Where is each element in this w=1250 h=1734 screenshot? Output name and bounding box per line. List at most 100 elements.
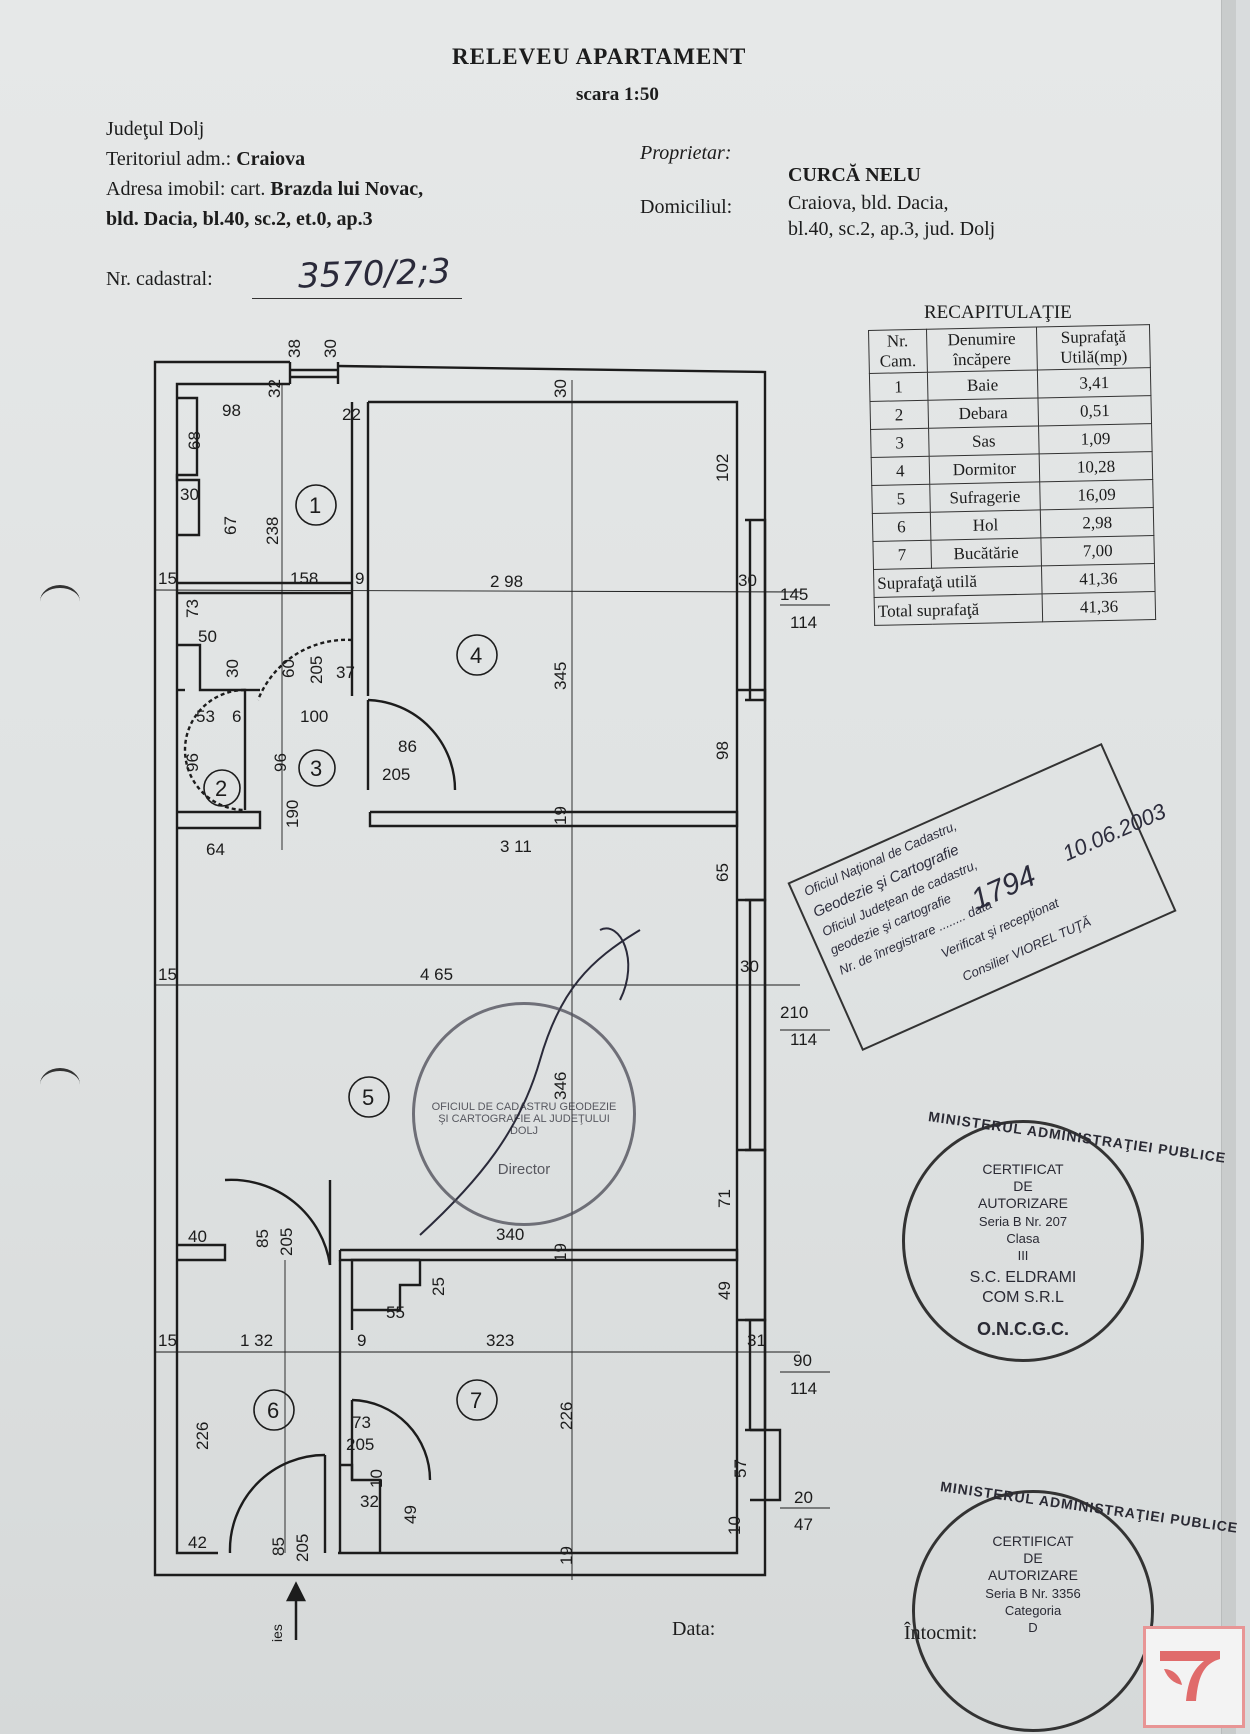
recap-title: RECAPITULAŢIE: [924, 302, 1072, 323]
intocmit-label: Întocmit:: [904, 1622, 978, 1644]
dim-label: 158: [290, 569, 318, 588]
dim-label: 4 65: [420, 965, 453, 984]
dim-label: 60: [279, 659, 298, 678]
dim-label: 71: [715, 1189, 734, 1208]
dim-label: 1 32: [240, 1331, 273, 1350]
stamp-line: S.C. ELDRAMI: [969, 1269, 1077, 1286]
stamp-line: CERTIFICAT: [982, 1161, 1064, 1177]
dim-label: 32: [265, 379, 284, 398]
outer-wall-inner: [175, 382, 290, 1555]
dim-label: 19: [551, 1243, 570, 1262]
window-7-pier: [750, 1428, 782, 1502]
window-4: [745, 518, 767, 702]
wall-hall-top: [177, 810, 262, 830]
stamp-ring-text: OFICIUL DE CADASTRU GEODEZIE ŞI CARTOGRA…: [431, 1101, 617, 1137]
dim-label: 114: [790, 613, 817, 632]
wall-5-6: [177, 1243, 227, 1262]
brand-logo-icon: [1143, 1626, 1245, 1728]
dim-label: 114: [790, 1030, 817, 1049]
dim-label: 100: [300, 707, 328, 726]
door-swing-1: [256, 638, 353, 701]
teritoriu-value: Craiova: [236, 148, 306, 170]
dim-label: 226: [193, 1422, 212, 1450]
dim-label: 38: [285, 339, 304, 358]
stamp-line: COM S.R.L: [982, 1289, 1064, 1306]
dim-label: 19: [551, 806, 570, 825]
room-number: 7: [470, 1388, 482, 1413]
adresa-line: Adresa imobil: cart. Brazda lui Novac,: [106, 178, 423, 201]
dim-label: 86: [398, 737, 417, 756]
dim-label: 205: [382, 765, 410, 784]
stamp-line: D: [1028, 1620, 1038, 1635]
domiciliu-line1: Craiova, bld. Dacia,: [788, 192, 949, 214]
dim-label: 98: [713, 741, 732, 760]
dim-label: 15: [158, 569, 177, 588]
room-circle: [348, 1076, 390, 1118]
door-swing-7: [351, 1398, 432, 1481]
dim-label: 64: [206, 840, 225, 859]
door-swing-5: [224, 1178, 332, 1266]
dim-label: 25: [429, 1277, 448, 1296]
dim-label: 9: [357, 1331, 366, 1350]
dim-label: 30: [223, 659, 242, 678]
window-5-pier: [737, 1148, 767, 1322]
dim-label: 145: [780, 585, 808, 604]
dim-label: 15: [158, 1331, 177, 1350]
dim-label: 68: [185, 431, 204, 450]
domiciliu-label: Domiciliul:: [640, 196, 733, 218]
outer-wall: [153, 360, 338, 1577]
dim-label: 37: [336, 663, 355, 682]
kitchen-step: [352, 1260, 422, 1312]
cadastre-round-stamp: OFICIUL DE CADASTRU GEODEZIE ŞI CARTOGRA…: [412, 1002, 636, 1226]
stamp-line: III: [1017, 1248, 1029, 1263]
dim-label: 42: [188, 1533, 207, 1552]
certificate-stamp-1: MINISTERUL ADMINISTRAŢIEI PUBLICE CERTIF…: [902, 1108, 1227, 1362]
window-5-pier: [737, 688, 767, 902]
dim-label: 10: [725, 1516, 744, 1535]
binder-hole: [40, 585, 80, 618]
dim-label: 205: [277, 1228, 296, 1256]
dim-label: 102: [713, 454, 732, 482]
cadastral-underline: [252, 298, 462, 299]
dim-label: 85: [269, 1537, 288, 1556]
dim-label: 205: [293, 1534, 312, 1562]
teritoriu-label: Teritoriul adm.:: [106, 148, 232, 170]
dim-label: 98: [222, 401, 241, 420]
document-title: RELEVEU APARTAMENT: [452, 44, 747, 69]
dim-label: 20: [794, 1488, 813, 1507]
dim-label: 30: [551, 379, 570, 398]
stamp-line: Categoria: [1004, 1603, 1062, 1618]
dim-label: 47: [794, 1515, 813, 1534]
room-circle: [298, 749, 336, 787]
page-edge: [1221, 0, 1236, 1734]
room-number: 1: [309, 493, 321, 518]
adresa-value: Brazda lui Novac,: [270, 178, 424, 200]
dim-label: 30: [740, 957, 759, 976]
dim-label: 73: [352, 1413, 371, 1432]
window-5: [745, 898, 767, 1152]
dim-label: 3 11: [500, 837, 532, 856]
dim-label: 2 98: [490, 572, 523, 591]
outer-wall-inner: [338, 400, 739, 1555]
room-number: 6: [267, 1398, 279, 1423]
dim-label: 30: [180, 485, 199, 504]
dim-label: 50: [198, 627, 217, 646]
dim-label: 190: [283, 800, 302, 828]
dim-label: 96: [271, 753, 290, 772]
room-circle: [253, 1389, 295, 1431]
bath-niche: [175, 396, 201, 537]
signature-scribble: [599, 927, 630, 1001]
bloc-line: bld. Dacia, bl.40, sc.2, et.0, ap.3: [106, 208, 373, 230]
dim-label: 345: [551, 662, 570, 690]
door-swing-4: [367, 698, 457, 791]
document-scale: scara 1:50: [576, 84, 659, 105]
adresa-label: Adresa imobil: cart.: [106, 178, 266, 200]
dim-label: 22: [342, 405, 361, 424]
dim-label: 323: [486, 1331, 514, 1350]
stamp-line: DE: [1023, 1550, 1043, 1566]
dim-label: 6: [232, 707, 241, 726]
door-swing-entry: [228, 1453, 326, 1554]
entry-marker-label: ies: [269, 1624, 285, 1642]
dim-label: 205: [346, 1435, 374, 1454]
